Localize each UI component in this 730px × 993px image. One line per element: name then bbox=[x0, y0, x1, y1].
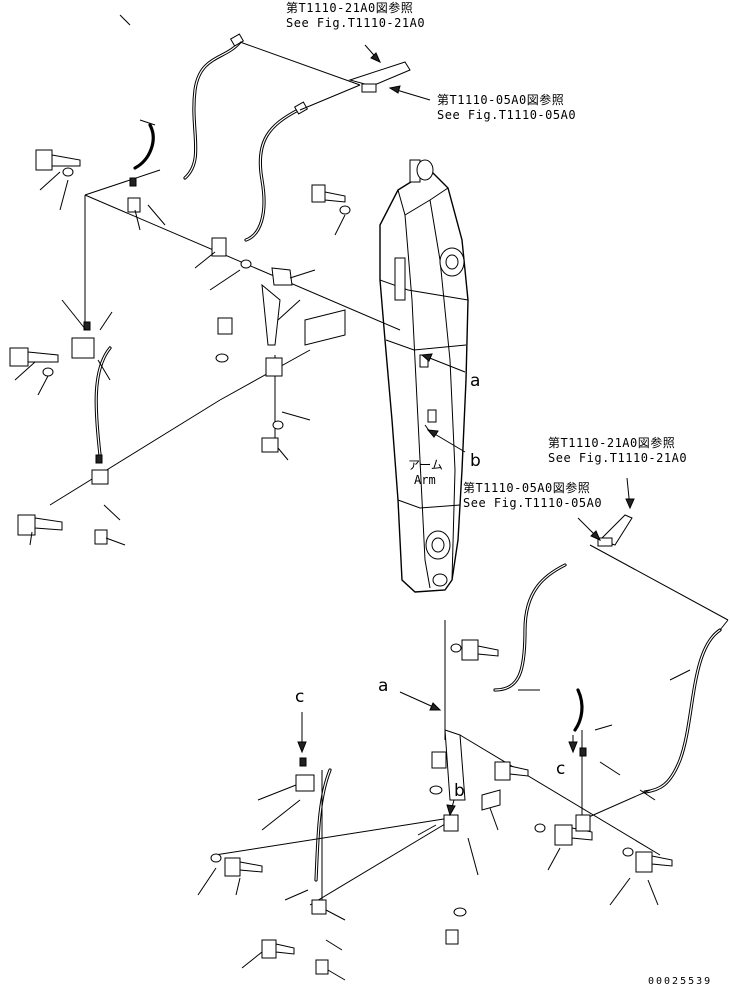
arm-body bbox=[379, 159, 469, 593]
callout-a-lower: a bbox=[378, 676, 389, 696]
ref-top-21a0-en: See Fig.T1110-21A0 bbox=[286, 16, 426, 30]
callout-c-right: c bbox=[556, 759, 566, 779]
arm-label-ja: アーム bbox=[408, 458, 443, 472]
leader-lines bbox=[14, 171, 691, 981]
drawing-number: 00025539 bbox=[648, 976, 713, 987]
callout-b-arm: b bbox=[470, 451, 481, 471]
ref-top-05a0-ja: 第T1110-05A0図参照 bbox=[437, 93, 565, 107]
ref-top-05a0-en: See Fig.T1110-05A0 bbox=[437, 108, 577, 122]
lower-right-assembly bbox=[210, 514, 729, 975]
upper-left-assembly bbox=[9, 14, 411, 545]
ref-right-05a0-en: See Fig.T1110-05A0 bbox=[463, 496, 603, 510]
arm-label-en: Arm bbox=[414, 473, 436, 487]
ref-right-21a0-en: See Fig.T1110-21A0 bbox=[548, 451, 688, 465]
ref-right-05a0-ja: 第T1110-05A0図参照 bbox=[463, 481, 591, 495]
callout-arrows bbox=[297, 44, 635, 817]
ref-top-21a0-ja: 第T1110-21A0図参照 bbox=[286, 1, 414, 15]
callout-c-left: c bbox=[295, 687, 305, 707]
callout-b-lower: b bbox=[454, 781, 465, 801]
callout-a-arm: a bbox=[470, 371, 481, 391]
ref-right-21a0-ja: 第T1110-21A0図参照 bbox=[548, 436, 676, 450]
